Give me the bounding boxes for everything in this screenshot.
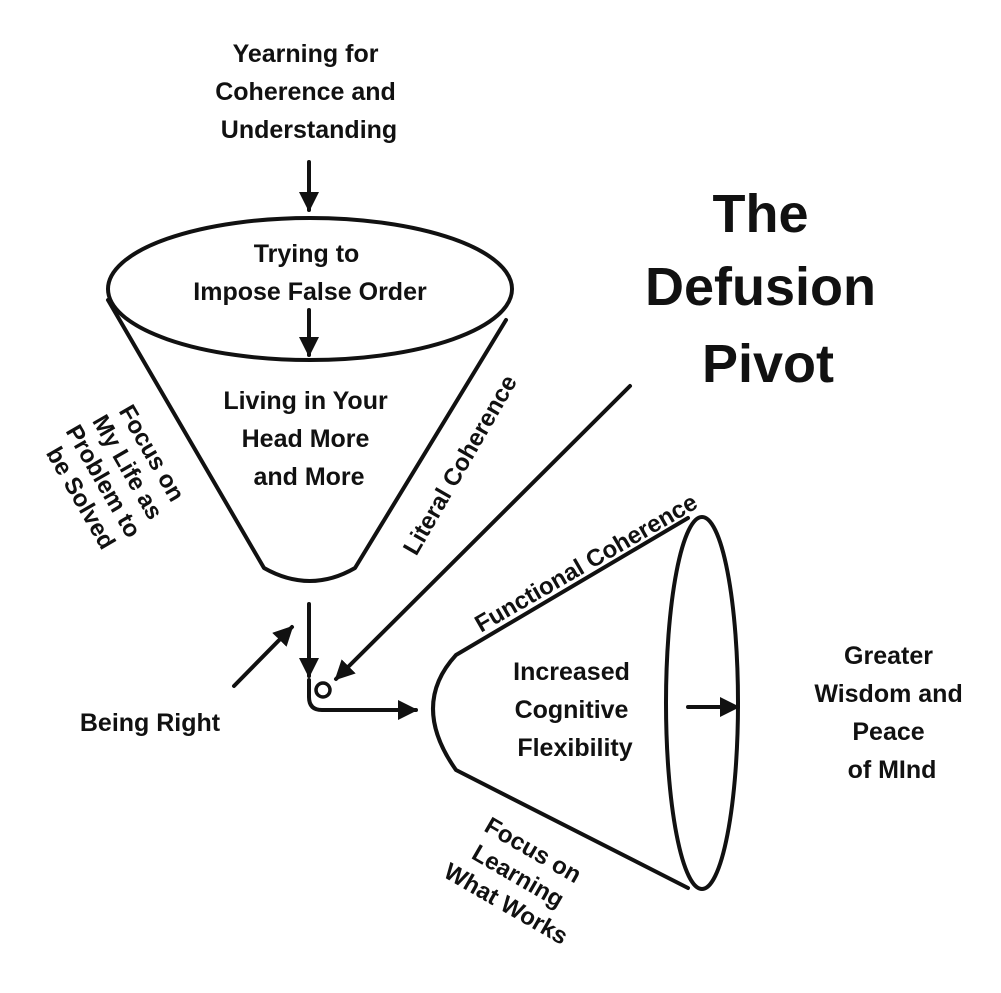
arrow-pivot-to-cone bbox=[307, 678, 418, 720]
svg-text:Focus on My Life as: Focus on My Life as Problem to be Solved bbox=[36, 392, 198, 562]
cone-body-line-2: Cognitive bbox=[515, 696, 629, 724]
outcome-label: Greater Wisdom and Peace of MInd bbox=[814, 642, 969, 784]
being-right-arrow bbox=[232, 625, 294, 688]
cone-rim bbox=[664, 515, 740, 891]
funnel-top-line-2: Impose False Order bbox=[193, 278, 427, 306]
title-line-2: Defusion bbox=[645, 257, 876, 317]
diagram-title: The Defusion Pivot bbox=[645, 184, 891, 394]
yearning-line-3: Understanding bbox=[221, 116, 397, 144]
cone-body-text: Increased Cognitive Flexibility bbox=[513, 658, 637, 762]
funnel-rim bbox=[106, 216, 514, 362]
funnel-top-line-1: Trying to bbox=[254, 240, 360, 268]
outcome-line-3: Peace bbox=[852, 718, 924, 746]
bottom-side-label: Focus on Learning What Works bbox=[439, 806, 602, 950]
title-line-3: Pivot bbox=[702, 334, 834, 394]
yearning-line-2: Coherence and bbox=[215, 78, 396, 106]
funnel-body-line-1: Living in Your bbox=[223, 387, 388, 415]
left-side-label: Focus on My Life as Problem to be Solved bbox=[36, 392, 198, 562]
outcome-line-1: Greater bbox=[844, 642, 933, 670]
funnel-body-line-3: and More bbox=[253, 463, 364, 491]
svg-text:Focus on Learning: Focus on Learning What Works bbox=[439, 806, 602, 950]
yearning-label: Yearning for Coherence and Understanding bbox=[215, 40, 403, 144]
funnel-top-text: Trying to Impose False Order bbox=[193, 240, 427, 306]
title-line-1: The bbox=[712, 184, 808, 244]
cone-body bbox=[431, 516, 690, 890]
cone-body-line-3: Flexibility bbox=[517, 734, 632, 762]
pivot-point bbox=[314, 681, 332, 699]
funnel-body-text: Living in Your Head More and More bbox=[223, 387, 394, 491]
yearning-line-1: Yearning for bbox=[233, 40, 379, 68]
outcome-line-2: Wisdom and bbox=[814, 680, 962, 708]
funnel-body bbox=[106, 298, 508, 583]
outcome-line-4: of MInd bbox=[848, 756, 937, 784]
funnel-body-line-2: Head More bbox=[242, 425, 370, 453]
cone-body-line-1: Increased bbox=[513, 658, 630, 686]
being-right-label: Being Right bbox=[80, 709, 221, 737]
title-pointer-line bbox=[334, 384, 632, 681]
